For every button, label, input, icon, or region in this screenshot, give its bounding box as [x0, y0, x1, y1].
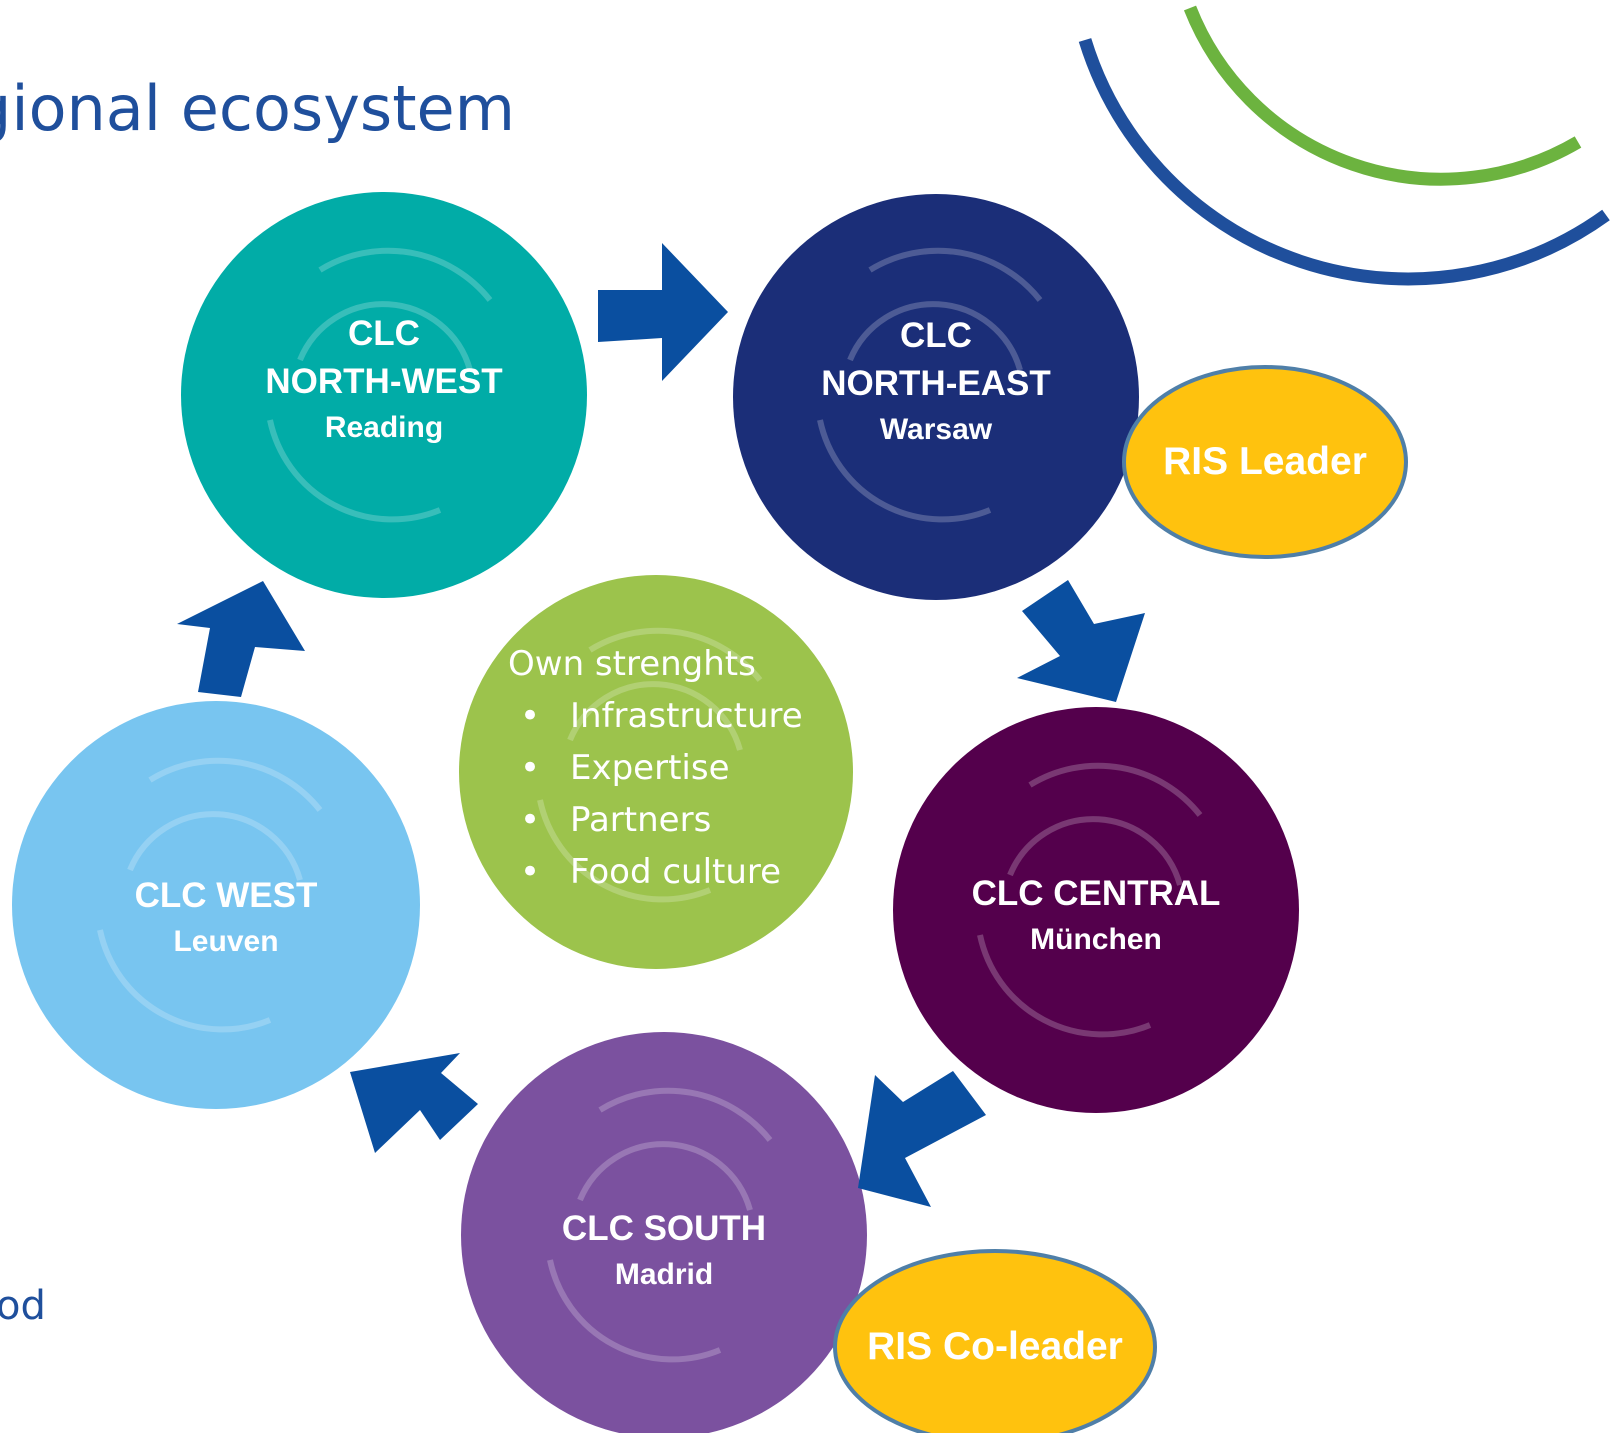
page-title: gional ecosystem	[0, 72, 516, 145]
node-south: CLC SOUTH Madrid	[504, 1205, 824, 1297]
arrow-north-east-to-central	[1017, 580, 1145, 702]
bullet-icon: •	[520, 696, 541, 736]
list-item-label: Food culture	[570, 852, 782, 892]
node-circle-north-east	[733, 194, 1139, 600]
decorative-blue-arc	[1078, 38, 1610, 286]
node-city: Madrid	[614, 1258, 714, 1291]
list-item-label: Expertise	[570, 748, 730, 788]
watermark-arcs	[97, 247, 1203, 1363]
node-subtitle: NORTH-EAST	[821, 364, 1051, 403]
node-north-west: CLC NORTH-WEST Reading	[224, 310, 544, 450]
node-city: Reading	[324, 411, 444, 444]
arrow-south-to-west	[350, 1053, 478, 1153]
node-city: Warsaw	[879, 413, 993, 446]
arrow-central-to-south	[858, 1071, 986, 1207]
node-west: CLC WEST Leuven	[66, 872, 386, 964]
node-subtitle: NORTH-WEST	[265, 362, 503, 401]
list-item-label: Partners	[570, 800, 712, 840]
bullet-icon: •	[520, 748, 541, 788]
footer-logo-text: od	[0, 1283, 46, 1329]
node-north-east: CLC NORTH-EAST Warsaw	[776, 312, 1096, 452]
list-item: • Expertise	[508, 742, 868, 794]
badge-leader-shape	[1122, 365, 1408, 559]
list-item: • Infrastructure	[508, 690, 868, 742]
node-central: CLC CENTRAL München	[936, 870, 1256, 962]
list-item: • Food culture	[508, 846, 868, 898]
arrow-north-west-to-north-east	[598, 243, 728, 381]
node-title: CLC WEST	[134, 876, 318, 915]
bullet-icon: •	[520, 852, 541, 892]
badge-coleader-shape	[833, 1249, 1157, 1433]
badge-ris-leader: RIS Leader	[1163, 440, 1367, 483]
center-heading: Own strenghts	[508, 644, 756, 684]
list-item: • Partners	[508, 794, 868, 846]
node-circle-south	[461, 1032, 867, 1433]
node-title: CLC SOUTH	[561, 1209, 767, 1248]
node-circle-west	[12, 701, 420, 1109]
center-strengths: Own strenghts • Infrastructure • Expertise…	[508, 640, 868, 898]
node-city: Leuven	[173, 925, 279, 958]
node-title: CLC	[900, 316, 972, 355]
list-item-label: Infrastructure	[570, 696, 803, 736]
decorative-green-arc	[1183, 5, 1582, 186]
strengths-list: • Infrastructure • Expertise • Partners • Fo…	[508, 690, 868, 898]
center-circle	[459, 575, 853, 969]
node-circle-north-west	[181, 192, 587, 598]
bullet-icon: •	[520, 800, 541, 840]
node-title: CLC	[348, 314, 420, 353]
node-title: CLC CENTRAL	[971, 874, 1221, 913]
node-city: München	[1030, 923, 1162, 956]
arrow-west-to-north-west	[177, 581, 305, 697]
badge-ris-coleader: RIS Co-leader	[867, 1325, 1123, 1368]
node-circle-central	[893, 707, 1299, 1113]
